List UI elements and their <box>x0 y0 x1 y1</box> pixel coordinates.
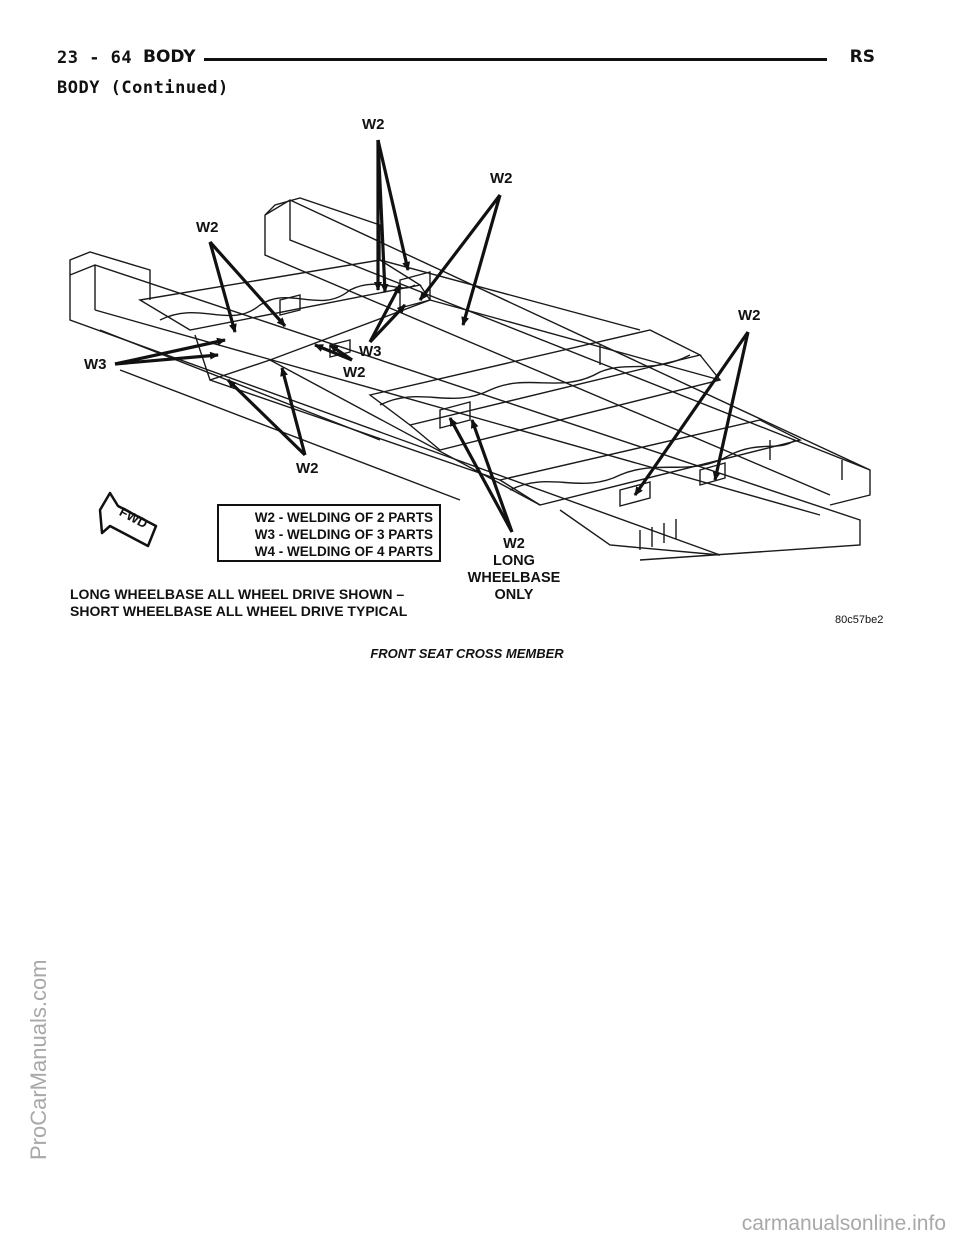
callout-line: LONG <box>493 553 535 569</box>
callout-w3-left: W3 <box>84 356 107 373</box>
frame-structure <box>69 197 871 561</box>
figure-caption: FRONT SEAT CROSS MEMBER <box>370 646 564 661</box>
callout-w2-upper-right: W2 <box>490 170 513 187</box>
callout-line: WHEELBASE <box>467 570 561 586</box>
legend-line: W4 - WELDING OF 4 PARTS <box>254 544 433 559</box>
watermark-bottom: carmanualsonline.info <box>741 1212 946 1235</box>
callout-w3-center: W3 <box>359 343 382 360</box>
header-rule <box>187 58 827 61</box>
callout-w2-left: W2 <box>196 219 219 236</box>
callout-w2-top: W2 <box>362 116 385 133</box>
legend-line: W3 - WELDING OF 3 PARTS <box>254 527 433 542</box>
note-line: LONG WHEELBASE ALL WHEEL DRIVE SHOWN – <box>70 586 405 602</box>
page-number: 23 - 64 <box>57 48 133 68</box>
fwd-arrow-icon: FWD <box>98 491 158 548</box>
callout-w2-center: W2 <box>343 364 366 381</box>
subheading: BODY (Continued) <box>57 78 229 98</box>
wheelbase-note: LONG WHEELBASE ALL WHEEL DRIVE SHOWN – S… <box>70 586 407 620</box>
legend-line: W2 - WELDING OF 2 PARTS <box>254 510 433 525</box>
callout-line: W2 <box>503 536 525 552</box>
callout-line: ONLY <box>494 587 534 603</box>
model-code: RS <box>841 47 875 67</box>
floor-pan-illustration: FWD <box>69 139 871 561</box>
long-wheelbase-callout: W2 LONG WHEELBASE ONLY <box>455 536 573 604</box>
callout-w2-bottom: W2 <box>296 460 319 477</box>
section-title: BODY <box>143 47 204 67</box>
watermark-left: ProCarManuals.com <box>26 959 51 1160</box>
figure-id: 80c57be2 <box>835 614 884 626</box>
callout-arrows <box>114 139 750 533</box>
welding-legend: W2 - WELDING OF 2 PARTS W3 - WELDING OF … <box>217 504 441 562</box>
page-header: 23 - 64 BODY RS <box>57 44 875 74</box>
callout-w2-far-right: W2 <box>738 307 761 324</box>
note-line: SHORT WHEELBASE ALL WHEEL DRIVE TYPICAL <box>70 603 408 619</box>
